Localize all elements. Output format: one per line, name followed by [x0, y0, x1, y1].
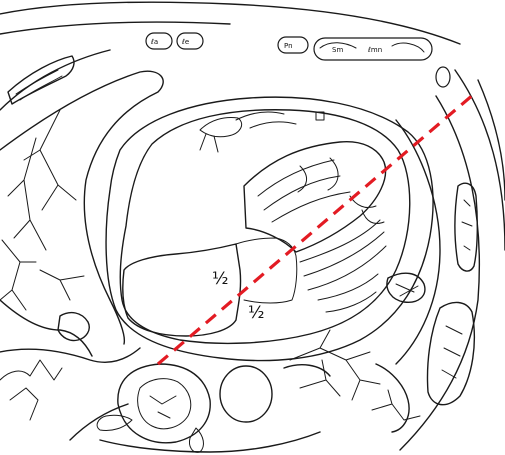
tag-text-3: Pn: [284, 42, 293, 50]
left-lower-vessels: [0, 348, 140, 440]
top-structure-tags: ℓa ℓe Pn Sm ℓmn: [146, 33, 450, 87]
tag-text-2: ℓe: [181, 38, 189, 46]
lower-center-structures: [97, 364, 330, 452]
label-half-lower: ½: [248, 303, 264, 323]
aorta: [220, 366, 272, 422]
left-lung-branches: [0, 71, 163, 356]
label-half-upper: ½: [212, 269, 228, 289]
left-upper-structure: [8, 56, 74, 104]
tag-box-2: [177, 33, 203, 49]
septum: [244, 142, 386, 252]
atrium-chamber-lower: [123, 244, 241, 336]
pericardium-outer: [106, 97, 433, 360]
tag-text-4: Sm: [332, 46, 343, 54]
tag-box-1: [146, 33, 172, 49]
tag-box-3: [278, 37, 308, 53]
small-vessel-top-right: [436, 67, 450, 87]
heart: [106, 97, 433, 360]
tag-text-1: ℓa: [150, 38, 158, 46]
tag-text-5: ℓmn: [367, 46, 382, 54]
right-lower-lung-branches: [290, 330, 420, 420]
